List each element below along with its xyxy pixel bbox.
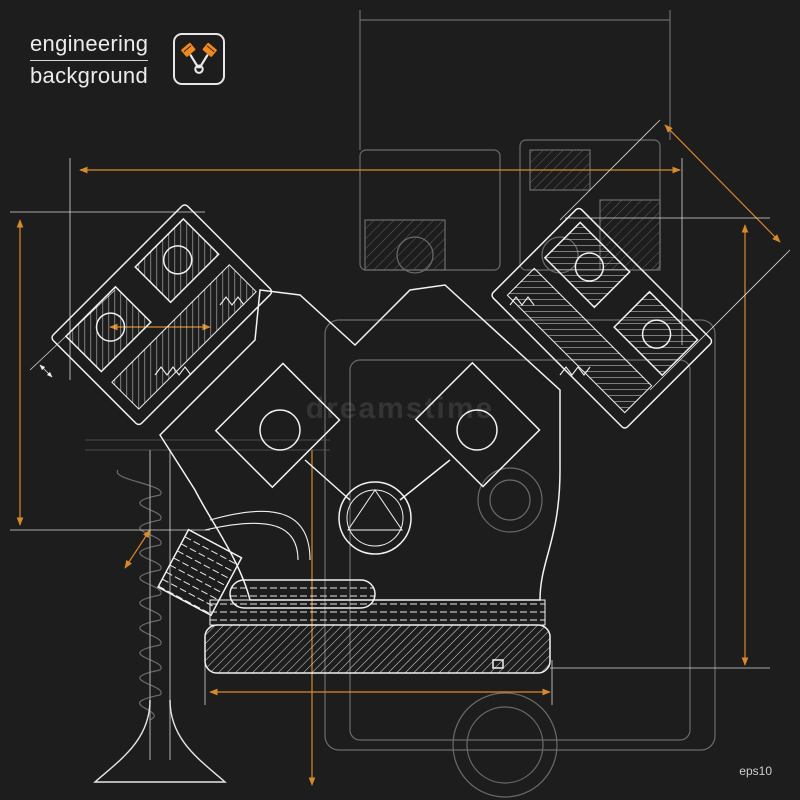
watermark-text: dreamstime	[305, 392, 495, 425]
title-block: engineering background	[30, 31, 149, 89]
engine-block	[51, 204, 713, 674]
version-label: eps10	[739, 764, 772, 778]
valve-head	[93, 699, 227, 783]
title-line-1: engineering	[30, 31, 149, 61]
pistons-v-engine-icon	[173, 33, 225, 85]
title-line-2: background	[30, 63, 148, 88]
